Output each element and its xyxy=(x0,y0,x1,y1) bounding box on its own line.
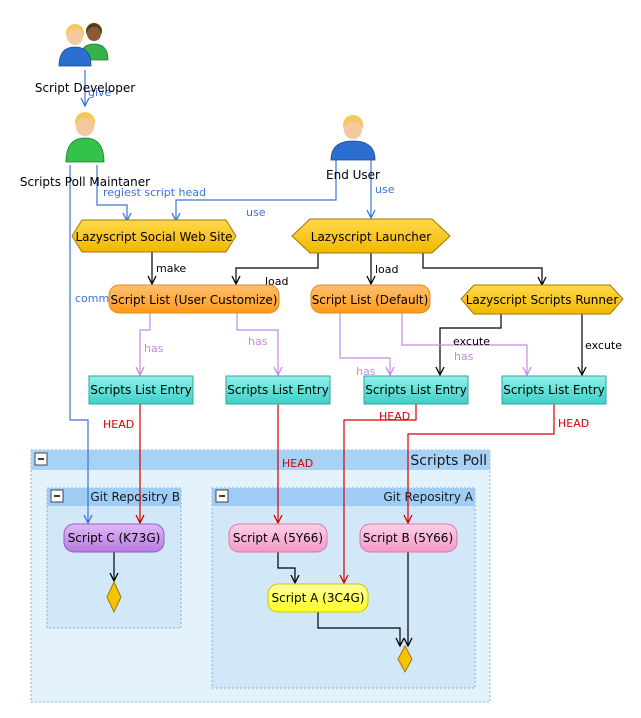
group-title-git-repo-b: Git Repositry B xyxy=(90,490,180,504)
node-label: Scripts List Entry xyxy=(503,383,605,397)
node-label: Script C (K73G) xyxy=(68,531,161,545)
edge-head-3 xyxy=(344,404,417,582)
edge-history-a xyxy=(277,552,295,582)
group-title-scripts-poll: Scripts Poll xyxy=(410,453,487,469)
edge-excute-3 xyxy=(440,314,502,374)
edge-has-2 xyxy=(236,313,278,374)
label-load: load xyxy=(375,263,399,276)
node-label: Scripts List Entry xyxy=(365,383,467,397)
node-lazyscript-social-web-site[interactable]: Lazyscript Social Web Site xyxy=(71,219,237,253)
edge-launcher-runner xyxy=(422,253,542,284)
edge-load-user xyxy=(236,253,319,283)
node-label: Scripts List Entry xyxy=(227,383,329,397)
node-scripts-list-entry[interactable]: Scripts List Entry xyxy=(88,375,194,405)
node-lazyscript-launcher[interactable]: Lazyscript Launcher xyxy=(291,218,451,254)
label-has: has xyxy=(144,342,164,355)
actor-label: End User xyxy=(326,168,380,182)
diamond-end-marker xyxy=(106,580,122,614)
label-has: has xyxy=(454,350,474,363)
label-regiest: regiest script head xyxy=(103,186,206,199)
node-script-list-default[interactable]: Script List (Default) xyxy=(310,284,431,314)
node-label: Lazyscript Scripts Runner xyxy=(466,293,619,307)
actor-end-user[interactable]: End User xyxy=(326,115,380,182)
label-head: HEAD xyxy=(103,418,134,431)
node-script-a-5y66[interactable]: Script A (5Y66) xyxy=(228,523,328,553)
node-script-a-3c4g[interactable]: Script A (3C4G) xyxy=(267,583,369,613)
label-has: has xyxy=(356,365,376,378)
edge-history-a-merge xyxy=(317,612,400,645)
label-use: use xyxy=(246,206,266,219)
node-script-b-5y66[interactable]: Script B (5Y66) xyxy=(359,523,458,553)
label-excute: excute xyxy=(585,339,622,352)
node-label: Lazyscript Social Web Site xyxy=(75,230,232,244)
label-head: HEAD xyxy=(282,457,313,470)
label-excute: excute xyxy=(453,335,490,348)
node-script-c-k73g[interactable]: Script C (K73G) xyxy=(63,523,165,553)
node-label: Script B (5Y66) xyxy=(363,531,453,545)
node-lazyscript-scripts-runner[interactable]: Lazyscript Scripts Runner xyxy=(460,284,624,315)
people-icon xyxy=(58,23,109,67)
actor-scripts-poll-maintainer[interactable]: Scripts Poll Maintaner xyxy=(20,112,150,189)
diamond-end-marker xyxy=(397,644,413,674)
actor-script-developer[interactable]: Script Developer xyxy=(35,23,135,95)
label-head: HEAD xyxy=(558,417,589,430)
person-icon xyxy=(330,115,376,161)
label-give: give xyxy=(88,86,112,99)
node-script-list-user-customize[interactable]: Script List (User Customize) xyxy=(108,284,280,314)
label-commit: commit xyxy=(75,292,117,305)
edge-has-4 xyxy=(401,313,527,374)
actor-label: Scripts Poll Maintaner xyxy=(20,175,150,189)
edge-head-4 xyxy=(408,404,555,522)
label-use: use xyxy=(375,183,395,196)
node-label: Lazyscript Launcher xyxy=(311,230,432,244)
node-scripts-list-entry[interactable]: Scripts List Entry xyxy=(501,375,607,405)
actor-label: Script Developer xyxy=(35,81,135,95)
edge-has-1 xyxy=(140,313,151,374)
node-label: Script List (User Customize) xyxy=(111,293,278,307)
node-label: Script List (Default) xyxy=(312,293,429,307)
node-label: Script A (3C4G) xyxy=(272,591,365,605)
edge-regiest xyxy=(96,165,127,220)
node-scripts-list-entry[interactable]: Scripts List Entry xyxy=(225,375,331,405)
node-label: Script A (5Y66) xyxy=(233,531,323,545)
edge-commit xyxy=(69,165,88,522)
group-title-git-repo-a: Git Repositry A xyxy=(383,490,473,504)
label-head: HEAD xyxy=(379,410,410,423)
person-icon xyxy=(65,112,105,163)
node-label: Scripts List Entry xyxy=(90,383,192,397)
label-has: has xyxy=(248,335,268,348)
node-scripts-list-entry[interactable]: Scripts List Entry xyxy=(363,375,469,405)
edge-has-3 xyxy=(339,313,390,374)
label-make: make xyxy=(156,262,186,275)
edge-use-site xyxy=(176,160,337,220)
